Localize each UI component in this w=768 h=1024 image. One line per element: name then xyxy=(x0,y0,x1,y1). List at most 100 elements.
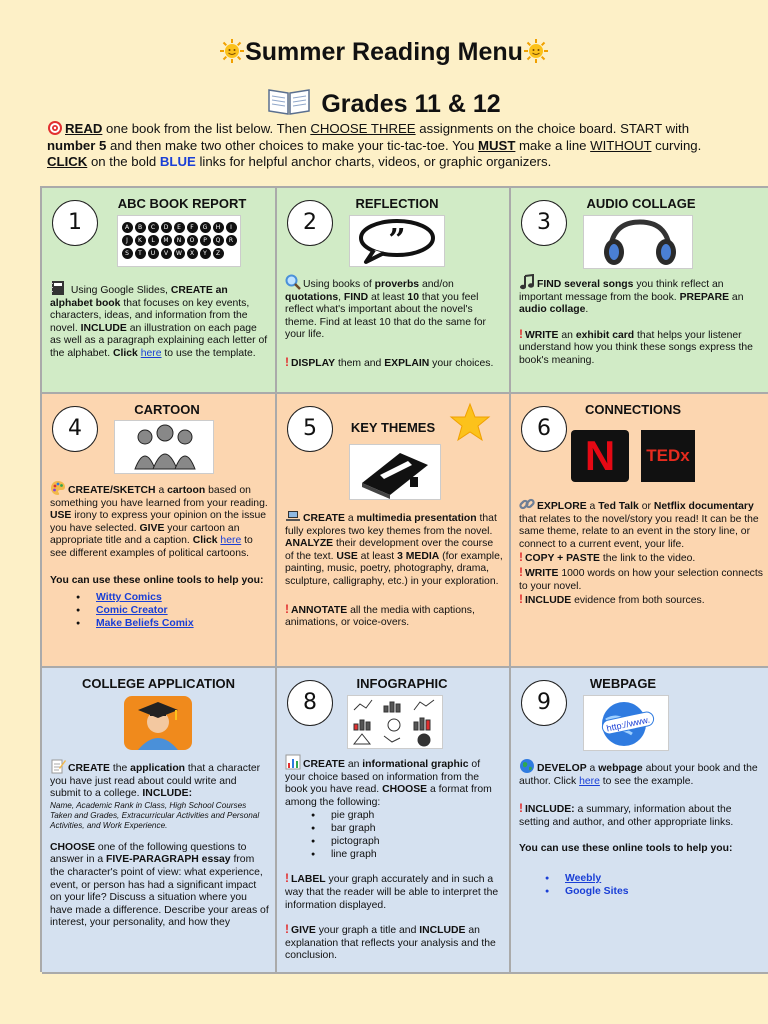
text: an xyxy=(344,759,363,770)
must-text: MUST xyxy=(478,137,516,153)
notebook-icon xyxy=(51,281,64,295)
link-icon xyxy=(519,498,535,510)
cell-body: CREATE a multimedia presentation that fu… xyxy=(285,508,503,641)
number5-text: number 5 xyxy=(47,137,107,153)
weebly-link[interactable]: Weebly xyxy=(565,872,602,884)
sun-icon xyxy=(220,39,245,63)
webpage-example-link[interactable]: here xyxy=(579,775,600,787)
cartoon-examples-link[interactable]: here xyxy=(220,535,242,547)
tools-heading: You can use these online tools to help y… xyxy=(50,574,264,586)
text: to use the template. xyxy=(161,347,256,359)
text: CREATE an alphabet book xyxy=(50,285,228,309)
text: quotations xyxy=(285,291,339,303)
text: your cartoon an appropriate title and a … xyxy=(50,522,240,547)
text: USE xyxy=(336,550,358,562)
blue-text: BLUE xyxy=(159,154,196,169)
comic-creator-link[interactable]: Comic Creator xyxy=(96,605,168,617)
book-icon xyxy=(362,453,428,499)
cartoon-image xyxy=(114,420,214,474)
text: all the media with captions, animations,… xyxy=(285,604,475,629)
list-item: Weebly xyxy=(545,872,765,885)
text: GIVE xyxy=(139,522,165,534)
star-icon xyxy=(449,402,491,442)
make-beliefs-comix-link[interactable]: Make Beliefs Comix xyxy=(96,618,194,630)
target-icon xyxy=(48,121,62,135)
text: Using Google Slides, xyxy=(68,285,171,296)
text: Netflix documentary xyxy=(653,501,754,512)
text: GIVE xyxy=(291,925,316,937)
alphabet-letter: A xyxy=(121,222,133,233)
cell-number: 6 xyxy=(521,406,567,452)
cell-title: CARTOON xyxy=(134,402,200,417)
intro-text: on the bold xyxy=(87,154,160,169)
alphabet-letter: P xyxy=(199,235,211,246)
cartoon-figures-icon xyxy=(134,424,196,470)
tedx-logo: TEDx xyxy=(641,430,695,482)
list-item: Make Beliefs Comix xyxy=(76,617,269,630)
page-title: Summer Reading Menu xyxy=(0,38,768,67)
alphabet-letter: E xyxy=(173,222,185,233)
text: DISPLAY xyxy=(291,357,336,369)
graduate-image xyxy=(124,696,192,750)
cell-body: EXPLORE a Ted Talk or Netflix documentar… xyxy=(519,496,765,608)
text: (for example, painting, music, poetry, p… xyxy=(285,550,503,587)
book-image xyxy=(349,444,441,500)
text: at least xyxy=(368,291,408,303)
bar-chart-icon xyxy=(285,754,301,770)
cell-body: CREATE the application that a character … xyxy=(50,758,269,941)
text: , xyxy=(338,291,344,303)
text: proverbs xyxy=(374,279,420,290)
text: based on something you have learned from… xyxy=(50,485,268,509)
text: Click xyxy=(192,535,218,547)
exclamation-icon: ! xyxy=(285,354,289,369)
text: FIND several songs xyxy=(537,279,634,290)
text: their development over the course of the… xyxy=(285,538,494,562)
text: an xyxy=(729,291,744,303)
google-sites-link[interactable]: Google Sites xyxy=(565,885,629,897)
cell-key-themes: 5 KEY THEMES CREATE a multimedia present… xyxy=(277,394,511,668)
headphones-image xyxy=(583,215,693,269)
list-item: pictograph xyxy=(311,835,503,848)
alphabet-letter: Y xyxy=(199,248,211,259)
text: exhibit card xyxy=(575,329,635,341)
text: COPY + PASTE xyxy=(525,553,600,565)
text: your graph accurately and in such a way … xyxy=(285,874,499,911)
intro-text: links for helpful anchor charts, videos,… xyxy=(195,154,552,169)
cell-cartoon: 4 CARTOON CREATE/SKETCH a cartoon based … xyxy=(42,394,277,668)
text: from the character's point of view: what… xyxy=(50,854,269,929)
text: your choices. xyxy=(429,357,494,369)
text: irony to express your opinion on the iss… xyxy=(50,510,267,534)
cell-webpage: 9 WEBPAGE http://www. DEVELOP a webpage … xyxy=(511,668,768,974)
text: Using books of xyxy=(303,279,375,290)
witty-comics-link[interactable]: Witty Comics xyxy=(96,592,162,604)
cell-body: Using Google Slides, CREATE an alphabet … xyxy=(50,280,269,372)
text: CREATE xyxy=(303,759,345,770)
intro-text: make a line xyxy=(515,137,591,153)
instructions: READ one book from the list below. Then … xyxy=(47,120,727,171)
text: FIVE-PARAGRAPH essay xyxy=(106,854,231,866)
quote-bubble-image: ” xyxy=(349,215,445,267)
title-text: Summer Reading Menu xyxy=(245,38,523,66)
headphones-icon xyxy=(604,219,676,265)
cell-number: 2 xyxy=(287,200,333,246)
cell-number: 1 xyxy=(52,200,98,246)
text: FIND xyxy=(343,291,369,303)
cell-number: 9 xyxy=(521,680,567,726)
list-item: Comic Creator xyxy=(76,604,269,617)
text: CREATE/SKETCH xyxy=(68,485,156,496)
text: that focuses on key events, characters, … xyxy=(50,297,250,334)
alphabet-letter: D xyxy=(160,222,172,233)
text: and/on xyxy=(419,279,454,290)
text: at least xyxy=(357,550,398,562)
text: an explanation that reflects your analys… xyxy=(285,925,496,962)
include-note: Name, Academic Rank in Class, High Schoo… xyxy=(50,800,260,830)
text: your graph a title and xyxy=(315,925,420,937)
text: EXPLORE xyxy=(537,501,587,512)
intro-text: and then make two other choices to make … xyxy=(106,137,479,153)
template-link[interactable]: here xyxy=(140,347,162,359)
alphabet-letter: I xyxy=(225,222,237,233)
cell-title: WEBPAGE xyxy=(589,676,657,691)
alphabet-letter: H xyxy=(212,222,224,233)
